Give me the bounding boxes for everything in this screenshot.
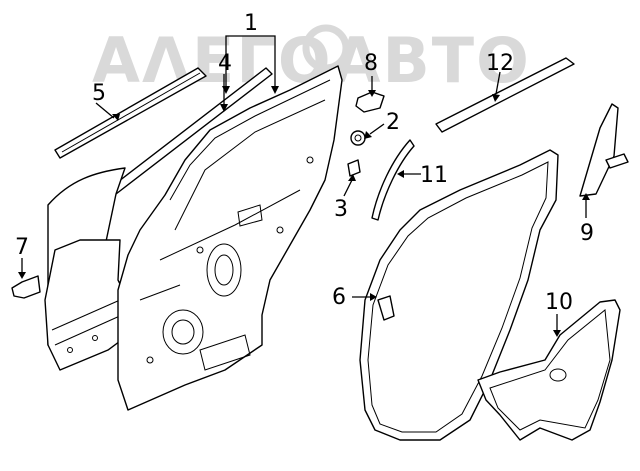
leader-12	[495, 71, 501, 95]
watermark-gear-icon	[302, 24, 350, 72]
callout-11: 11	[420, 163, 448, 188]
part-3-clip	[347, 159, 361, 177]
part-7-bracket	[11, 275, 41, 299]
callout-5: 5	[92, 81, 106, 106]
part-12-molding-strip	[435, 57, 575, 133]
callout-3: 3	[334, 197, 348, 222]
callout-labels: 1 2 3 4 5 6 7 8 9 10 11 12	[15, 11, 594, 315]
door-outer-panel	[44, 239, 136, 371]
callout-10: 10	[545, 290, 573, 315]
callout-7: 7	[15, 235, 29, 260]
leader-2	[369, 123, 385, 135]
callout-12: 12	[486, 51, 514, 76]
callout-9: 9	[580, 221, 594, 246]
callout-6: 6	[332, 285, 346, 310]
leader-5	[95, 102, 115, 119]
leader-1b	[250, 35, 276, 86]
part-2-grommet	[350, 130, 366, 146]
part-5-outer-belt-molding	[54, 67, 207, 159]
callout-4: 4	[218, 51, 232, 76]
part-11-molding	[371, 139, 415, 221]
part-10-sealing-screen	[477, 299, 621, 441]
callout-1: 1	[244, 11, 258, 36]
part-9-pillar-trim	[579, 103, 629, 197]
leader-3	[343, 179, 353, 197]
part-1-door-shell	[117, 65, 343, 411]
callout-8: 8	[364, 51, 378, 76]
leader-arrowheads	[18, 86, 590, 337]
leader-1a	[225, 35, 250, 86]
leader-lines	[21, 35, 587, 330]
part-6-door-weatherstrip	[359, 149, 559, 441]
callout-2: 2	[386, 110, 400, 135]
